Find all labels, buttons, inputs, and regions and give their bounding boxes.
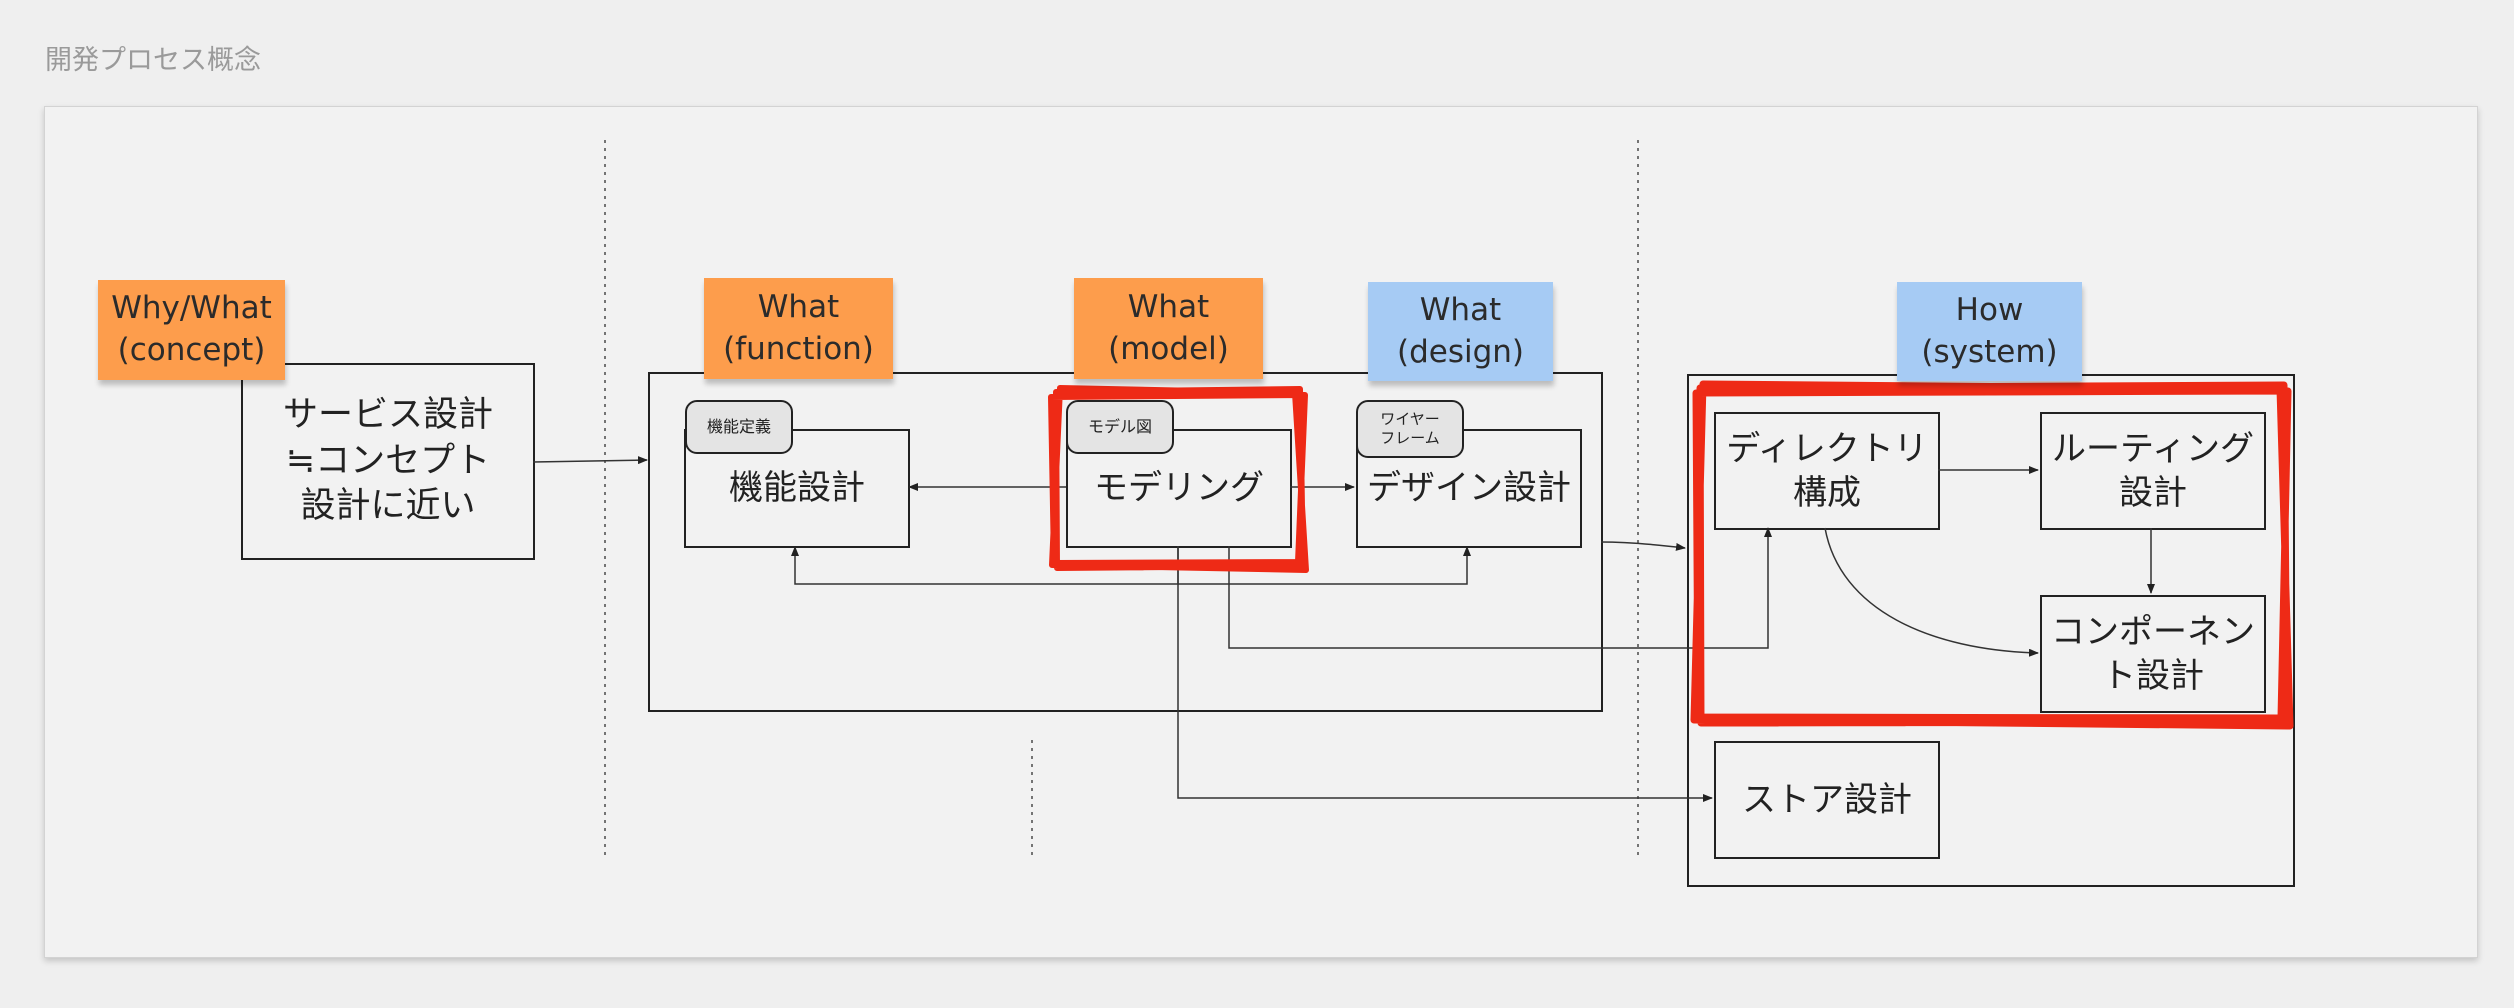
function-definition-tag[interactable]: 機能定義	[685, 400, 793, 454]
sticky-what-model[interactable]: What (model)	[1074, 278, 1263, 379]
arrow-bottom-to-design	[1178, 546, 1471, 585]
modeling-highlight	[1048, 385, 1309, 573]
arrow-directory-to-component	[1824, 527, 2039, 657]
how-highlight	[1690, 380, 2294, 730]
service-design-box[interactable]: サービス設計 ≒コンセプト 設計に近い	[241, 363, 535, 560]
wireframe-tag[interactable]: ワイヤー フレーム	[1356, 400, 1464, 458]
arrow-service-to-what	[532, 456, 648, 465]
routing-design-box[interactable]: ルーティング 設計	[2040, 412, 2266, 530]
component-design-box[interactable]: コンポーネン ト設計	[2040, 595, 2266, 713]
sticky-what-function[interactable]: What (function)	[704, 278, 893, 379]
modeling-box[interactable]: モデリング	[1066, 429, 1292, 548]
arrow-modeling-to-directory	[1228, 527, 1772, 649]
sticky-why-what-concept[interactable]: Why/What (concept)	[98, 280, 285, 380]
directory-structure-box[interactable]: ディレクトリ 構成	[1714, 412, 1940, 530]
board-frame[interactable]	[44, 106, 2478, 958]
arrow-modeling-to-store	[1177, 546, 1713, 802]
sticky-what-design[interactable]: What (design)	[1368, 282, 1553, 381]
arrow-what-to-how	[1600, 541, 1686, 551]
page-title: 開発プロセス概念	[45, 45, 261, 76]
sticky-how-system[interactable]: How (system)	[1897, 282, 2082, 381]
store-design-box[interactable]: ストア設計	[1714, 741, 1940, 859]
model-diagram-tag[interactable]: モデル図	[1066, 400, 1174, 454]
